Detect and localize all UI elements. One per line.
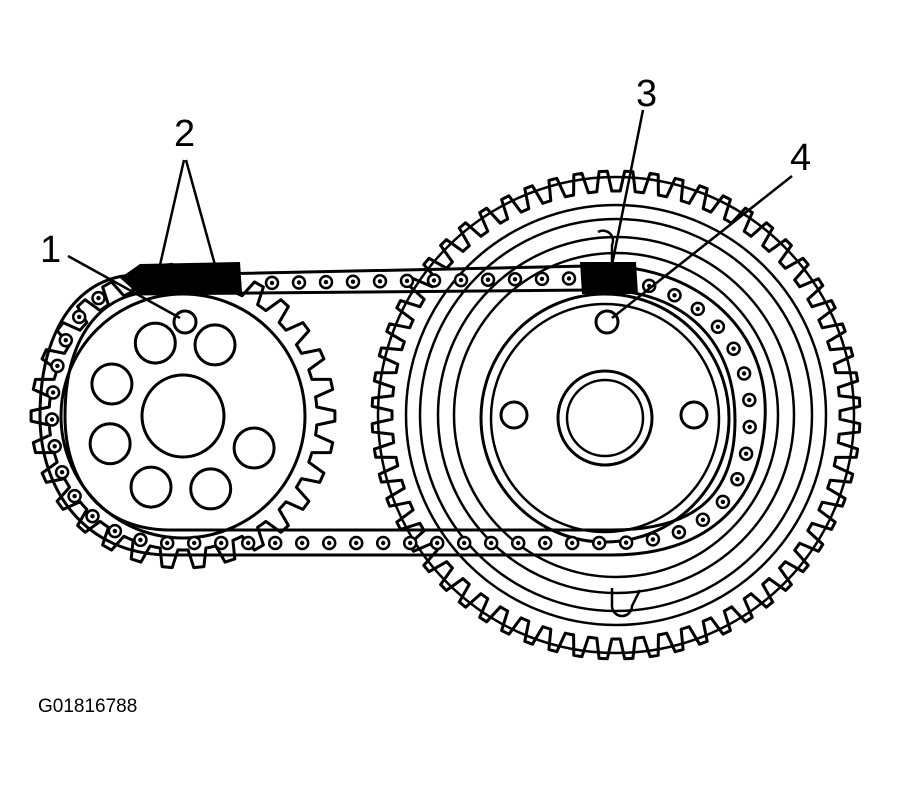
chain-pin <box>623 540 629 545</box>
camshaft-hub <box>479 292 731 544</box>
chain-pin <box>72 493 77 499</box>
lightening-hole <box>88 422 132 466</box>
chain-pin <box>63 338 68 343</box>
chain-pin <box>462 540 467 546</box>
chain-pin <box>404 278 410 284</box>
lightening-hole <box>232 426 276 470</box>
chain-pin <box>516 540 521 546</box>
chain-pin <box>323 279 329 285</box>
chain-pin <box>90 514 95 519</box>
chain-pin <box>350 279 356 284</box>
callout-leaders <box>67 109 793 320</box>
chain-pin <box>49 417 55 422</box>
chain-pin <box>55 363 60 369</box>
chain-pin <box>273 540 278 546</box>
chain-pin <box>327 540 332 546</box>
chain-pin <box>59 470 65 475</box>
chain-pin <box>296 280 302 285</box>
chain-pin <box>735 477 740 482</box>
crankshaft-sprocket <box>29 262 337 570</box>
chain-pin <box>300 540 305 546</box>
chain-pin <box>543 540 548 546</box>
crankshaft-timing-mark-hole <box>172 309 198 335</box>
chain-pin <box>695 306 700 312</box>
chain-pin <box>743 451 749 456</box>
chain-pin <box>512 277 518 282</box>
chain-pin <box>747 397 752 403</box>
chain-pin <box>431 278 437 283</box>
chain-pin <box>489 540 494 546</box>
lightening-hole <box>189 467 233 511</box>
chain-pin <box>741 371 747 376</box>
chain-pin <box>539 276 545 282</box>
lightening-hole <box>193 323 237 367</box>
callout-2-label: 2 <box>174 113 195 155</box>
chain-pin <box>354 540 359 546</box>
chain-pin <box>138 537 143 543</box>
callout-3-label: 3 <box>636 73 657 115</box>
chain-pin <box>731 346 736 351</box>
chain-pin <box>700 517 706 522</box>
chain-links <box>44 271 757 551</box>
chain-pin <box>566 276 572 281</box>
chain-pin <box>458 277 464 283</box>
chain-pin <box>246 540 251 546</box>
chain-pin <box>377 279 383 284</box>
chain-pin <box>435 540 440 546</box>
chain-pin <box>192 540 197 546</box>
chain-pin <box>96 295 101 301</box>
callout-1-label: 1 <box>40 229 61 271</box>
lightening-hole <box>133 321 177 365</box>
chain-pin <box>381 540 386 546</box>
chain-pin <box>52 444 57 449</box>
lightening-hole <box>90 362 134 406</box>
timing-chain <box>38 264 767 557</box>
chain-pin <box>485 277 491 282</box>
chain-pin <box>408 540 413 546</box>
chain-pin <box>650 537 656 542</box>
chain-pin <box>165 540 170 546</box>
callout-4-label: 4 <box>790 137 811 179</box>
chain-pin <box>77 314 82 320</box>
chain-pin <box>570 540 575 546</box>
chain-pin <box>219 540 224 546</box>
chain-pin <box>269 280 275 286</box>
chain-pin <box>676 530 682 535</box>
chain-pin <box>747 424 752 430</box>
chain-pin <box>715 324 721 329</box>
chain-pin <box>597 540 602 546</box>
chain-pin <box>112 528 118 534</box>
lightening-hole <box>129 465 173 509</box>
chain-pin <box>50 390 56 395</box>
colored-timing-links <box>120 262 638 294</box>
figure-id: G01816788 <box>38 696 137 717</box>
chain-pin <box>720 499 726 505</box>
crankshaft-lightening-holes <box>88 321 276 511</box>
chain-pin <box>672 293 677 298</box>
